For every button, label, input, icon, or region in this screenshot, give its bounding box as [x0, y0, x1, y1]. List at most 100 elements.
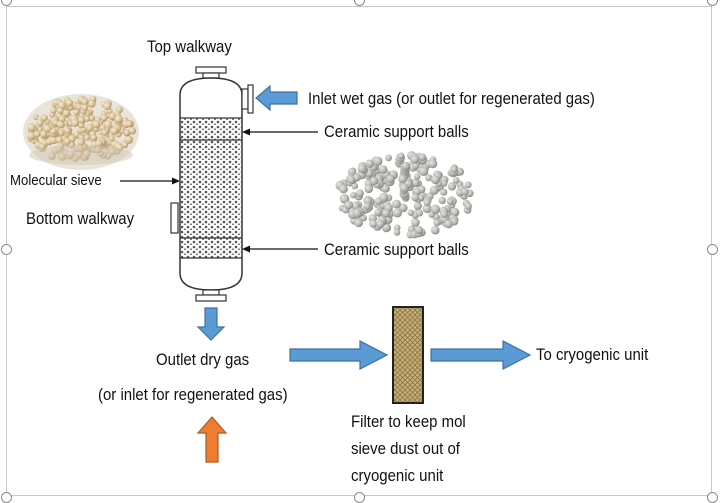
ceramic-ball: [338, 184, 348, 194]
ceramic-ball: [344, 200, 354, 210]
ceramic-ball: [413, 173, 421, 180]
sieve-bead: [78, 116, 85, 124]
sieve-bead: [36, 119, 44, 127]
ceramic-ball: [410, 154, 420, 164]
ceramic-ball: [398, 174, 407, 184]
sieve-bead: [101, 114, 108, 122]
sieve-bead: [92, 120, 101, 129]
sieve-bead: [108, 135, 115, 142]
ceramic-ball: [440, 210, 449, 218]
ceramic-ball: [350, 191, 357, 199]
ceramic-ball: [369, 219, 378, 228]
sieve-bead: [83, 115, 90, 122]
ceramic-ball: [357, 164, 367, 174]
sieve-bead: [73, 109, 80, 116]
label-ceramic-support-bottom: Ceramic support balls: [324, 240, 469, 259]
ceramic-ball: [416, 209, 423, 217]
sieve-bead: [57, 107, 64, 115]
ceramic-ball: [464, 181, 472, 189]
sieve-bead: [58, 115, 66, 123]
ceramic-ball: [419, 166, 429, 176]
sieve-bead: [77, 121, 85, 129]
sieve-bead: [110, 127, 119, 135]
ceramic-ball: [415, 226, 423, 234]
ceramic-ball: [451, 166, 458, 173]
ceramic-ball: [392, 208, 402, 218]
ceramic-ball: [374, 208, 382, 217]
label-ceramic-support-top: Ceramic support balls: [324, 122, 469, 141]
ceramic-balls-photo: [335, 151, 474, 239]
sieve-bead: [124, 135, 134, 144]
resize-handle-middle-left[interactable]: [1, 244, 12, 255]
label-inlet-wet-gas: Inlet wet gas (or outlet for regenerated…: [308, 89, 595, 108]
leader-lines: [120, 128, 318, 253]
sieve-bead: [81, 97, 89, 106]
ceramic-ball: [430, 175, 440, 185]
label-outlet-dry-gas: Outlet dry gas: [156, 350, 250, 369]
resize-handle-middle-right[interactable]: [707, 244, 718, 255]
ceramic-ball: [397, 152, 405, 160]
to-filter-arrow: [289, 340, 389, 370]
label-inlet-regenerated-gas: (or inlet for regenerated gas): [98, 385, 288, 404]
label-top-walkway: Top walkway: [147, 37, 232, 56]
ceramic-ball: [407, 209, 415, 216]
sieve-bead: [124, 129, 131, 136]
label-bottom-walkway: Bottom walkway: [26, 209, 135, 228]
sieve-bead: [43, 124, 52, 133]
ceramic-ball: [381, 184, 390, 193]
sieve-bead: [85, 123, 94, 132]
ceramic-ball: [351, 182, 359, 190]
sieve-bead: [56, 120, 65, 129]
sieve-bead: [39, 130, 48, 138]
sieve-bead: [50, 107, 57, 114]
ceramic-ball: [382, 209, 391, 218]
ceramic-ball: [433, 219, 441, 227]
sieve-bead: [71, 118, 80, 128]
ceramic-ball: [411, 218, 420, 227]
ceramic-ball: [365, 159, 374, 168]
ceramic-ball: [399, 203, 408, 213]
sieve-bead: [103, 102, 112, 111]
ceramic-ball: [386, 174, 395, 184]
ceramic-ball: [444, 219, 453, 229]
ceramic-ball: [399, 183, 409, 193]
ceramic-ball: [412, 162, 420, 170]
ceramic-ball: [352, 208, 362, 218]
sieve-bead: [128, 127, 137, 135]
label-to-cryogenic-unit: To cryogenic unit: [536, 345, 649, 364]
sieve-bead: [64, 138, 71, 145]
ceramic-ball: [376, 219, 385, 228]
sieve-bead: [64, 127, 71, 134]
sieve-bead: [65, 98, 74, 107]
ceramic-ball: [413, 201, 422, 210]
ceramic-ball: [461, 188, 469, 196]
sieve-bead: [62, 109, 71, 117]
sieve-bead: [83, 134, 91, 141]
ceramic-ball: [354, 218, 364, 228]
label-filter-line-2: sieve dust out of: [351, 439, 460, 458]
ceramic-ball: [423, 198, 431, 207]
ceramic-ball: [393, 228, 401, 236]
dehydration-vessel: [170, 66, 254, 302]
sieve-bead: [90, 134, 97, 141]
inlet-arrow: [255, 84, 298, 112]
ceramic-ball: [422, 204, 432, 214]
ceramic-ball: [392, 199, 401, 209]
ceramic-ball: [429, 185, 439, 195]
label-molecular-sieve: Molecular sieve: [10, 172, 102, 189]
sieve-bead: [101, 129, 108, 136]
sieve-bead: [50, 128, 57, 135]
ceramic-ball: [428, 159, 438, 169]
sieve-bead: [81, 104, 89, 111]
ceramic-ball: [348, 167, 357, 177]
ceramic-ball: [356, 189, 364, 198]
ceramic-ball: [425, 174, 433, 182]
ceramic-ball: [418, 185, 426, 193]
ceramic-ball: [452, 177, 460, 184]
molecular-sieve-photo: [23, 94, 139, 170]
flow-arrows: [196, 84, 532, 463]
ceramic-ball: [418, 153, 427, 161]
ceramic-ball: [385, 154, 392, 162]
ceramic-ball: [464, 202, 472, 210]
